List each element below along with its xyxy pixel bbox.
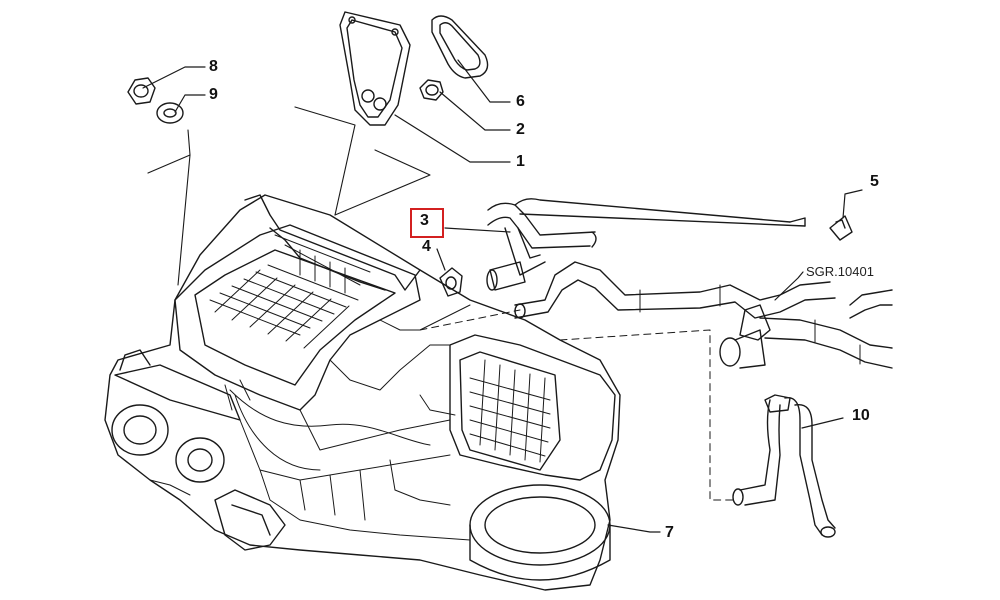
nut-part-2 — [419, 79, 444, 101]
callout-8: 8 — [209, 58, 218, 75]
heater-hose-part-10 — [732, 394, 836, 538]
gasket-part-6 — [431, 15, 489, 79]
callout-1: 1 — [516, 153, 525, 170]
callout-4: 4 — [422, 238, 431, 255]
washer-part-9 — [156, 102, 184, 124]
hose-connector-part-4 — [439, 261, 526, 297]
callout-5: 5 — [870, 173, 879, 190]
callout-9: 9 — [209, 86, 218, 103]
callout-leaders — [142, 59, 863, 533]
coolant-pipe-assembly — [514, 261, 893, 501]
heater-hose-part-3 — [487, 198, 806, 276]
heater-housing-assembly — [104, 194, 621, 591]
callout-7: 7 — [665, 524, 674, 541]
assembly-leader-lines — [147, 106, 431, 286]
hose-clip-part-5 — [829, 215, 853, 241]
callout-3: 3 — [420, 212, 429, 229]
nut-part-8 — [127, 77, 156, 105]
callout-2: 2 — [516, 121, 525, 138]
callout-10: 10 — [852, 407, 870, 424]
reference-code: SGR.10401 — [806, 264, 874, 279]
cover-gasket-part-1 — [339, 11, 411, 126]
callout-6: 6 — [516, 93, 525, 110]
highlight-box — [410, 208, 444, 238]
